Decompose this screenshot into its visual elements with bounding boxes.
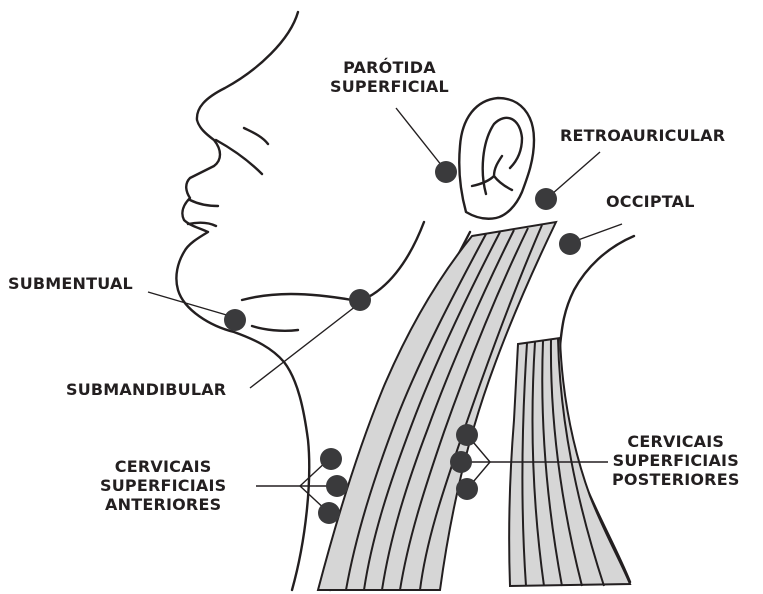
node-parotida <box>435 161 457 183</box>
leader-retroauricular <box>552 152 600 194</box>
label-parotida-superficial: PARÓTIDA SUPERFICIAL <box>330 58 449 96</box>
node-cervical-posterior-1 <box>456 424 478 446</box>
jaw-line <box>242 294 352 300</box>
leader-occipital <box>578 224 622 240</box>
leader-submentual <box>148 292 230 316</box>
label-cervicais-superficiais-posteriores: CERVICAIS SUPERFICIAIS POSTERIORES <box>612 432 740 489</box>
nostril-line <box>244 128 268 144</box>
ear-outline <box>459 98 534 219</box>
label-submentual: SUBMENTUAL <box>8 274 133 293</box>
label-cervicais-superficiais-anteriores: CERVICAIS SUPERFICIAIS ANTERIORES <box>100 457 226 514</box>
node-cervical-anterior-1 <box>320 448 342 470</box>
leader-parotida <box>396 108 442 166</box>
jaw-lower-line <box>252 326 298 331</box>
node-occipital <box>559 233 581 255</box>
node-cervical-anterior-2 <box>326 475 348 497</box>
node-submentual <box>224 309 246 331</box>
node-submandibular <box>349 289 371 311</box>
node-retroauricular <box>535 188 557 210</box>
ear-tragus <box>472 156 512 190</box>
lip-line <box>190 200 218 206</box>
label-occipital: OCCIPTAL <box>606 192 695 211</box>
node-cervical-anterior-3 <box>318 502 340 524</box>
jaw-ramus-line <box>362 222 424 300</box>
node-cervical-posterior-3 <box>456 478 478 500</box>
node-cervical-posterior-2 <box>450 451 472 473</box>
label-retroauricular: RETROAURICULAR <box>560 126 725 145</box>
label-submandibular: SUBMANDIBULAR <box>66 380 226 399</box>
nasolabial-line <box>216 140 262 174</box>
